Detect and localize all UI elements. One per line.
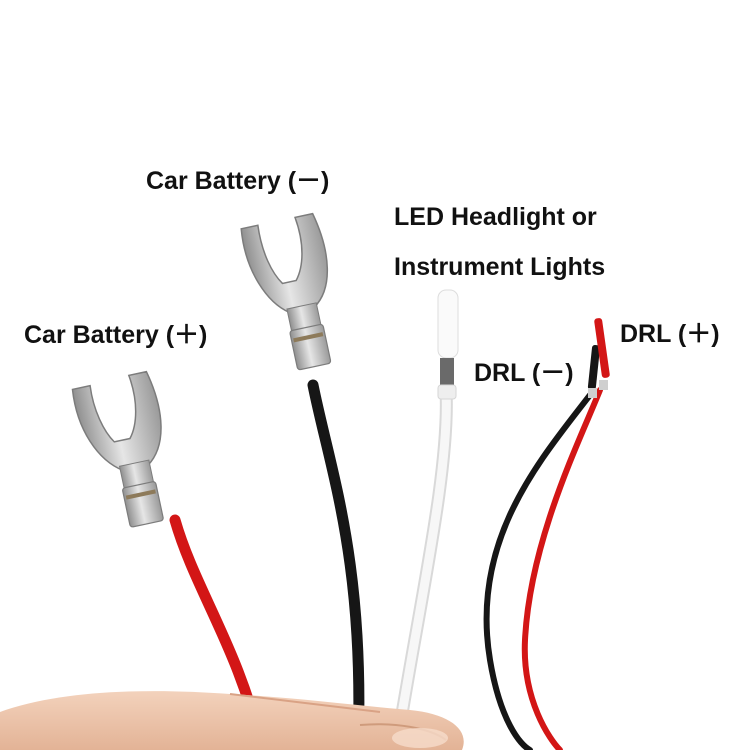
- led-label-line1: LED Headlight or: [394, 203, 597, 231]
- battery-negative-wire: [307, 379, 365, 750]
- drl-positive-label: DRL (＋): [620, 320, 720, 348]
- drl-positive-wire: [521, 387, 603, 750]
- battery-positive-spade-terminal: [71, 370, 164, 528]
- led-wire-tip: [437, 289, 459, 359]
- led-label-line2: Instrument Lights: [394, 253, 606, 281]
- hand: [0, 691, 464, 750]
- drl-negative-label: DRL (－): [474, 359, 574, 387]
- battery-positive-label: Car Battery (＋): [24, 321, 208, 349]
- battery-negative-spade-terminal: [240, 212, 332, 371]
- battery-negative-label: Car Battery (－): [146, 167, 330, 195]
- drl-negative-wire: [483, 392, 593, 750]
